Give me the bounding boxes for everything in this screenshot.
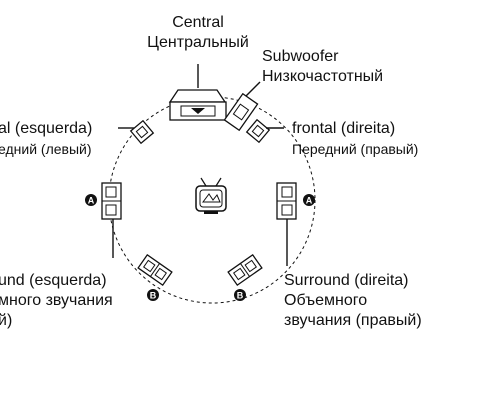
left-side-speaker-icon [101, 182, 122, 220]
badge-b-left: B [147, 289, 159, 301]
center-speaker-icon [168, 89, 227, 121]
right-side-speaker-icon [276, 182, 297, 220]
front-left-speaker-icon [129, 119, 155, 145]
badge-a-right: A [303, 194, 315, 206]
surround-right-label-ru2: звучания (правый) [284, 312, 422, 329]
subwoofer-label-ru: Низкочастотный [262, 68, 383, 85]
subwoofer-label-en: Subwoofer [262, 48, 339, 65]
svg-text:A: A [306, 196, 313, 206]
surround-right-label-pt: Surround (direita) [284, 272, 409, 289]
subwoofer-leader-line [245, 81, 261, 97]
front-right-label-ru: Передний (правый) [292, 141, 418, 157]
badge-b-right: B [234, 289, 246, 301]
central-label-en: Central [172, 14, 224, 31]
surround-left-label-pt: und (esquerda) [0, 272, 107, 289]
surround-back-right-speaker-icon [227, 253, 263, 287]
tv-icon [195, 177, 227, 214]
svg-text:A: A [88, 196, 95, 206]
surround-left-label-ru2: й) [0, 312, 12, 329]
central-label-ru: Центральный [147, 34, 249, 51]
front-left-label-ru: едний (левый) [0, 141, 92, 157]
surround-right-label-ru: Объемного [284, 292, 367, 309]
front-right-speaker-icon [245, 118, 271, 144]
surround-left-label-ru: много звучания [0, 292, 113, 309]
subwoofer-icon [223, 92, 259, 132]
svg-text:B: B [150, 291, 157, 301]
front-right-label-pt: frontal (direita) [292, 120, 395, 137]
svg-text:B: B [237, 291, 244, 301]
badge-a-left: A [85, 194, 97, 206]
front-left-label-pt: al (esquerda) [0, 120, 92, 137]
surround-back-left-speaker-icon [137, 253, 173, 287]
